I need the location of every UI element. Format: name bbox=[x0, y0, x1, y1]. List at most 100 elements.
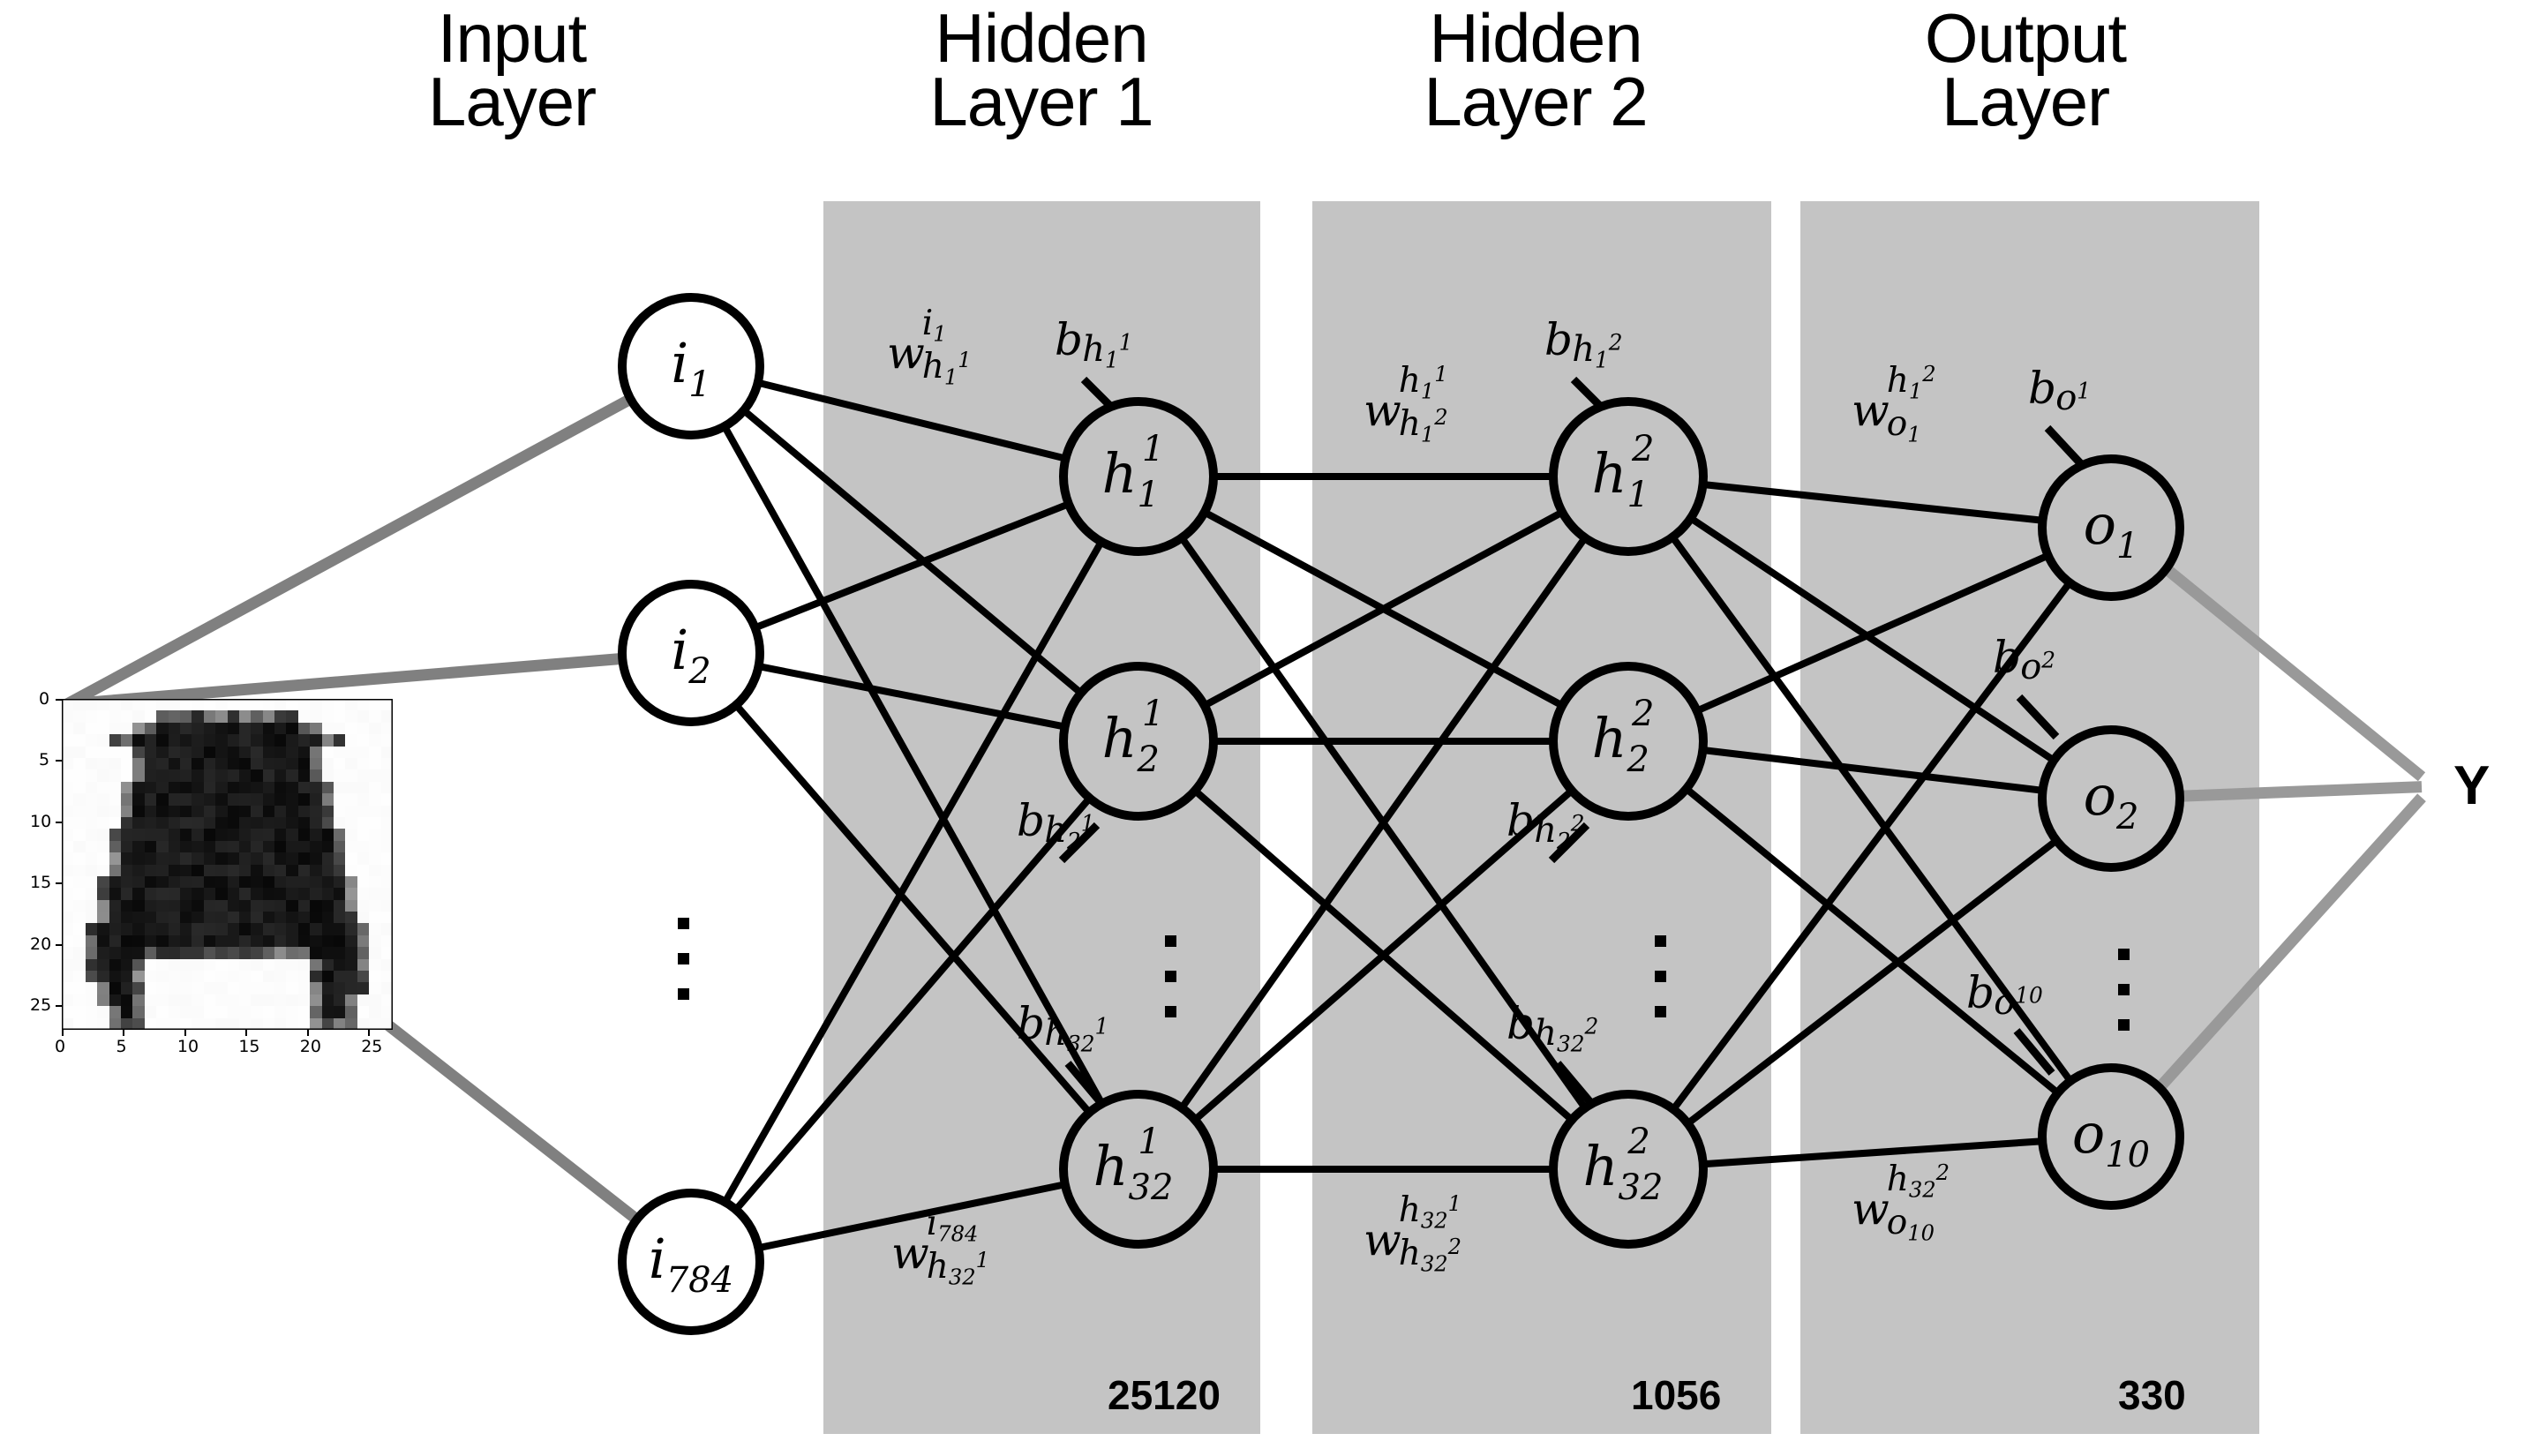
image-to-input-edge bbox=[66, 652, 623, 710]
y-tick-mark bbox=[56, 1005, 62, 1008]
hidden1-band-param-count: 25120 bbox=[1108, 1372, 1221, 1418]
edge-hidden2-output bbox=[1685, 837, 2059, 1127]
node-label-h2_32: h322 bbox=[1583, 1122, 1664, 1208]
edge-input-hidden1 bbox=[733, 702, 1093, 1115]
image-to-input-edge bbox=[383, 1019, 641, 1225]
edge-input-hidden1 bbox=[754, 500, 1071, 632]
output-to-y-edge bbox=[2155, 793, 2426, 1092]
node-label-h1_1: h11 bbox=[1102, 429, 1165, 515]
hidden2-band-param-count: 1056 bbox=[1631, 1372, 1722, 1418]
node-label-o2: o2 bbox=[2084, 763, 2139, 837]
y-tick-mark bbox=[56, 760, 62, 762]
layer-header-output: Output Layer bbox=[1924, 0, 2127, 140]
fashion-mnist-image bbox=[62, 699, 393, 1030]
y-tick-label: 0 bbox=[39, 689, 50, 709]
node-o1 bbox=[2038, 454, 2184, 601]
ellipsis-hidden2 bbox=[1655, 935, 1666, 1041]
edge-hidden1-hidden2 bbox=[1192, 787, 1574, 1123]
ellipsis-output bbox=[2118, 949, 2130, 1054]
edge-input-hidden1 bbox=[756, 379, 1067, 462]
x-tick-mark bbox=[306, 1030, 309, 1036]
node-i1 bbox=[618, 293, 764, 439]
node-label-i1: i1 bbox=[671, 331, 710, 405]
y-tick-mark bbox=[56, 943, 62, 946]
y-tick-label: 5 bbox=[39, 750, 50, 770]
y-tick-mark bbox=[56, 699, 62, 701]
x-tick-mark bbox=[368, 1030, 371, 1036]
edge-hidden2-output bbox=[1695, 552, 2050, 715]
node-label-h2_1: h12 bbox=[1592, 429, 1655, 515]
output-to-y-edge bbox=[2162, 564, 2426, 782]
node-label-h2_2: h22 bbox=[1592, 694, 1655, 780]
y-tick-mark bbox=[56, 821, 62, 823]
x-tick-label: 5 bbox=[116, 1037, 127, 1056]
image-to-input-edge bbox=[64, 394, 634, 709]
edge-input-hidden1 bbox=[721, 424, 1106, 1106]
edge-input-hidden1 bbox=[733, 795, 1093, 1212]
output-to-y-edge bbox=[2179, 781, 2423, 802]
layer-header-input: Input Layer bbox=[427, 0, 597, 140]
y-tick-label: 10 bbox=[30, 811, 52, 831]
edge-hidden1-hidden2 bbox=[1202, 508, 1565, 709]
node-label-h1_2: h21 bbox=[1102, 694, 1165, 780]
x-tick-mark bbox=[184, 1030, 186, 1036]
y-tick-mark bbox=[56, 882, 62, 885]
x-tick-label: 20 bbox=[299, 1037, 321, 1056]
edge-input-hidden1 bbox=[757, 1181, 1066, 1252]
x-tick-mark bbox=[62, 1030, 64, 1036]
b-h1-32-stub bbox=[1064, 1061, 1108, 1110]
edge-hidden2-output bbox=[1702, 480, 2043, 524]
x-tick-label: 10 bbox=[177, 1037, 199, 1056]
node-label-i784: i784 bbox=[649, 1227, 733, 1301]
x-tick-label: 15 bbox=[238, 1037, 260, 1056]
edge-input-hidden1 bbox=[722, 539, 1105, 1205]
node-h2_32 bbox=[1549, 1090, 1708, 1249]
node-o2 bbox=[2038, 725, 2184, 872]
x-tick-label: 0 bbox=[55, 1037, 66, 1056]
edge-input-hidden1 bbox=[757, 663, 1066, 731]
node-label-o10: o10 bbox=[2072, 1101, 2150, 1175]
edge-hidden2-output bbox=[1702, 747, 2044, 794]
output-y-label: Y bbox=[2453, 755, 2491, 816]
node-h2_1 bbox=[1549, 397, 1708, 556]
node-label-i2: i2 bbox=[671, 618, 710, 692]
node-h1_2 bbox=[1059, 662, 1218, 821]
output-band-param-count: 330 bbox=[2118, 1372, 2186, 1418]
edge-hidden2-output bbox=[1702, 1137, 2043, 1168]
edge-hidden1-hidden2 bbox=[1178, 536, 1589, 1110]
ellipsis-hidden1 bbox=[1165, 935, 1176, 1041]
y-tick-label: 25 bbox=[30, 995, 52, 1016]
node-i784 bbox=[618, 1189, 764, 1335]
b-o-1-stub bbox=[2044, 424, 2086, 469]
x-tick-mark bbox=[123, 1030, 125, 1036]
node-label-h1_32: h321 bbox=[1093, 1122, 1174, 1208]
x-tick-label: 25 bbox=[361, 1037, 383, 1056]
node-h2_2 bbox=[1549, 662, 1708, 821]
y-tick-label: 20 bbox=[30, 934, 52, 954]
edge-hidden2-output bbox=[1670, 580, 2073, 1112]
b-o-10-stub bbox=[2013, 1028, 2055, 1076]
layer-header-hidden1: Hidden Layer 1 bbox=[929, 0, 1153, 140]
ellipsis-input bbox=[678, 918, 689, 1024]
b-h2-32-stub bbox=[1554, 1061, 1598, 1110]
edge-hidden2-output bbox=[1684, 785, 2061, 1096]
node-o10 bbox=[2038, 1063, 2184, 1210]
edge-hidden2-output bbox=[1688, 514, 2056, 764]
